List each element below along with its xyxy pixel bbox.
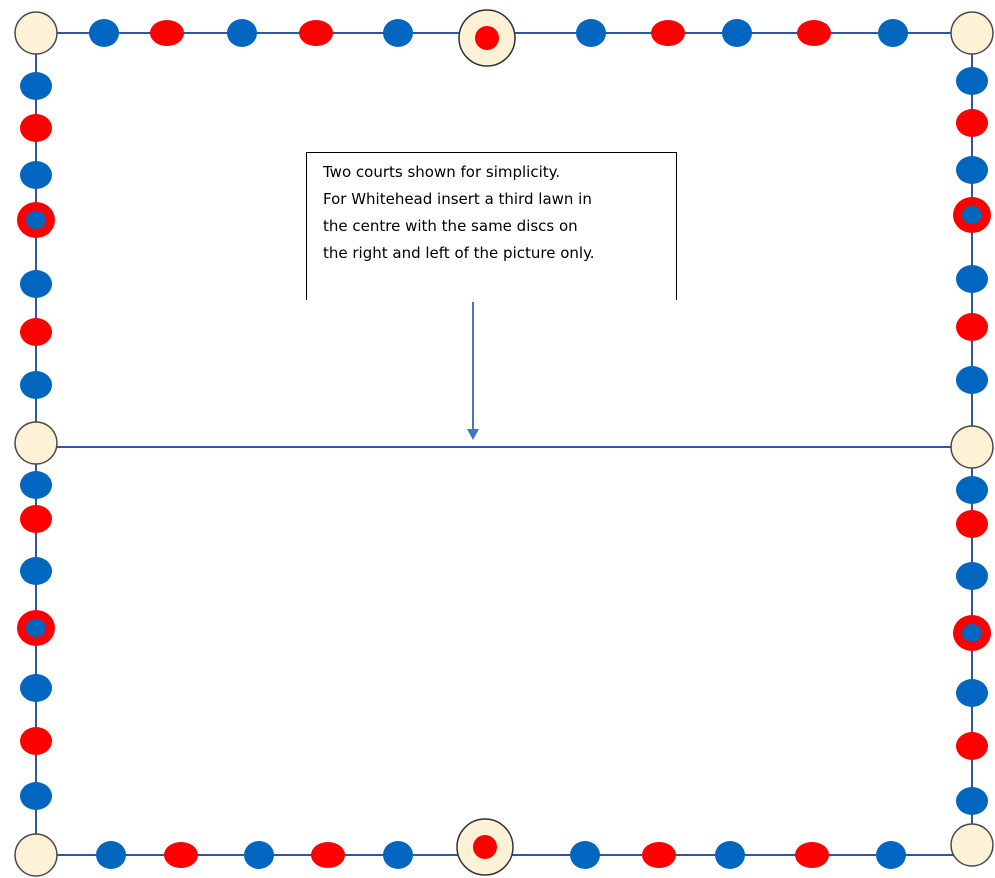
blue-disc	[956, 787, 988, 815]
blue-disc	[244, 841, 274, 869]
ring-disc	[17, 202, 55, 238]
blue-disc	[383, 19, 413, 47]
blue-disc	[20, 782, 52, 810]
blue-disc	[876, 841, 906, 869]
center-peg	[456, 818, 514, 876]
boundary-discs	[14, 9, 994, 877]
red-disc	[956, 510, 988, 538]
arrow-head	[467, 429, 479, 440]
red-disc	[150, 20, 184, 46]
blue-disc	[20, 161, 52, 189]
note-line: the right and left of the picture only.	[323, 244, 595, 262]
red-disc	[20, 114, 52, 142]
ring-disc-inner	[962, 624, 982, 642]
blue-disc	[20, 72, 52, 100]
blue-disc	[715, 841, 745, 869]
blue-disc	[89, 19, 119, 47]
center-peg	[458, 9, 516, 67]
ring-disc	[17, 610, 55, 646]
blue-disc	[576, 19, 606, 47]
red-disc	[651, 20, 685, 46]
corner-peg	[950, 11, 994, 55]
red-disc	[164, 842, 198, 868]
blue-disc	[383, 841, 413, 869]
blue-disc	[20, 557, 52, 585]
blue-disc	[20, 471, 52, 499]
red-disc	[642, 842, 676, 868]
ring-disc	[953, 197, 991, 233]
note-line: For Whitehead insert a third lawn in	[323, 190, 592, 208]
red-disc	[795, 842, 829, 868]
blue-disc	[878, 19, 908, 47]
red-disc	[20, 318, 52, 346]
red-disc	[956, 313, 988, 341]
note-arrow	[467, 302, 479, 440]
corner-peg	[950, 425, 994, 469]
red-disc	[797, 20, 831, 46]
red-disc	[956, 109, 988, 137]
red-disc	[956, 732, 988, 760]
red-disc	[299, 20, 333, 46]
ring-disc-inner	[26, 619, 46, 637]
note-line: the centre with the same discs on	[323, 217, 578, 235]
ring-disc-inner	[962, 206, 982, 224]
center-peg-dot	[473, 835, 497, 859]
blue-disc	[20, 371, 52, 399]
red-disc	[311, 842, 345, 868]
corner-peg	[14, 421, 58, 465]
ring-disc	[953, 615, 991, 651]
blue-disc	[956, 156, 988, 184]
corner-peg	[14, 833, 58, 877]
blue-disc	[570, 841, 600, 869]
blue-disc	[956, 476, 988, 504]
blue-disc	[956, 679, 988, 707]
blue-disc	[722, 19, 752, 47]
blue-disc	[956, 265, 988, 293]
note-box: Two courts shown for simplicity. For Whi…	[306, 152, 677, 300]
blue-disc	[20, 270, 52, 298]
blue-disc	[956, 67, 988, 95]
center-peg-dot	[475, 26, 499, 50]
blue-disc	[20, 674, 52, 702]
blue-disc	[227, 19, 257, 47]
red-disc	[20, 727, 52, 755]
corner-peg	[14, 11, 58, 55]
red-disc	[20, 505, 52, 533]
note-line: Two courts shown for simplicity.	[323, 163, 561, 181]
blue-disc	[956, 562, 988, 590]
corner-peg	[950, 823, 994, 867]
ring-disc-inner	[26, 211, 46, 229]
blue-disc	[96, 841, 126, 869]
blue-disc	[956, 366, 988, 394]
